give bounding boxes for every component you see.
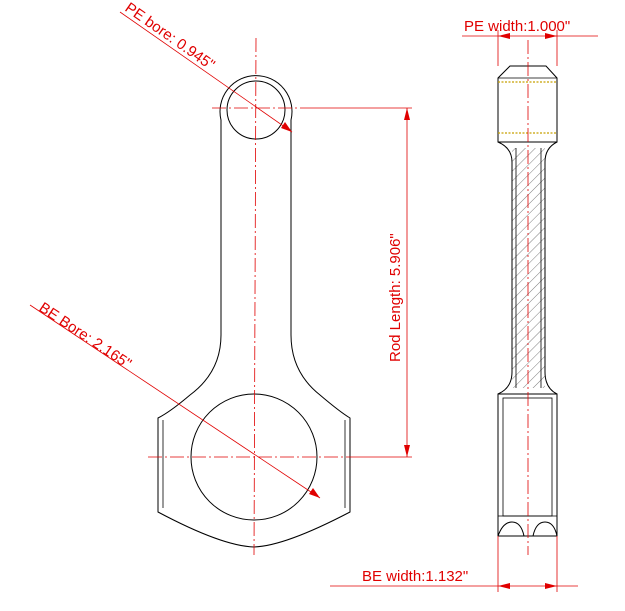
rod-length-arrow-top xyxy=(404,108,410,120)
rod-outline xyxy=(157,75,351,548)
rod-length-arrow-bottom xyxy=(404,445,410,457)
side-small-end xyxy=(497,65,558,143)
side-view: PE width:1.000" BE width:1.132" xyxy=(330,18,598,592)
pe-width-arrow-right xyxy=(545,33,557,39)
be-bore-leader xyxy=(29,304,321,499)
side-big-end xyxy=(497,393,558,537)
be-bore-arrow xyxy=(309,488,320,498)
pe-bore-leader xyxy=(119,11,293,133)
side-bolt-notches xyxy=(497,521,558,537)
be-bore-label: BE Bore: 2.165" xyxy=(36,299,135,372)
side-big-end-inner xyxy=(502,397,553,517)
front-vertical-centerline xyxy=(253,37,257,556)
pe-width-arrow-left xyxy=(498,33,510,39)
front-view: PE bore: 0.945" BE Bore: 2.165" Rod Leng… xyxy=(29,0,412,556)
be-bore-circle xyxy=(190,393,318,521)
pe-width-label: PE width:1.000" xyxy=(464,18,570,35)
side-beam-hatch xyxy=(512,148,545,388)
pe-bore-arrow xyxy=(281,122,292,132)
rod-length-label: Rod Length: 5.906" xyxy=(387,233,404,362)
pe-bore-label: PE bore: 0.945" xyxy=(122,0,218,74)
be-width-arrow-right xyxy=(545,583,557,589)
be-width-arrow-left xyxy=(498,583,510,589)
be-width-label: BE width:1.132" xyxy=(362,568,468,585)
